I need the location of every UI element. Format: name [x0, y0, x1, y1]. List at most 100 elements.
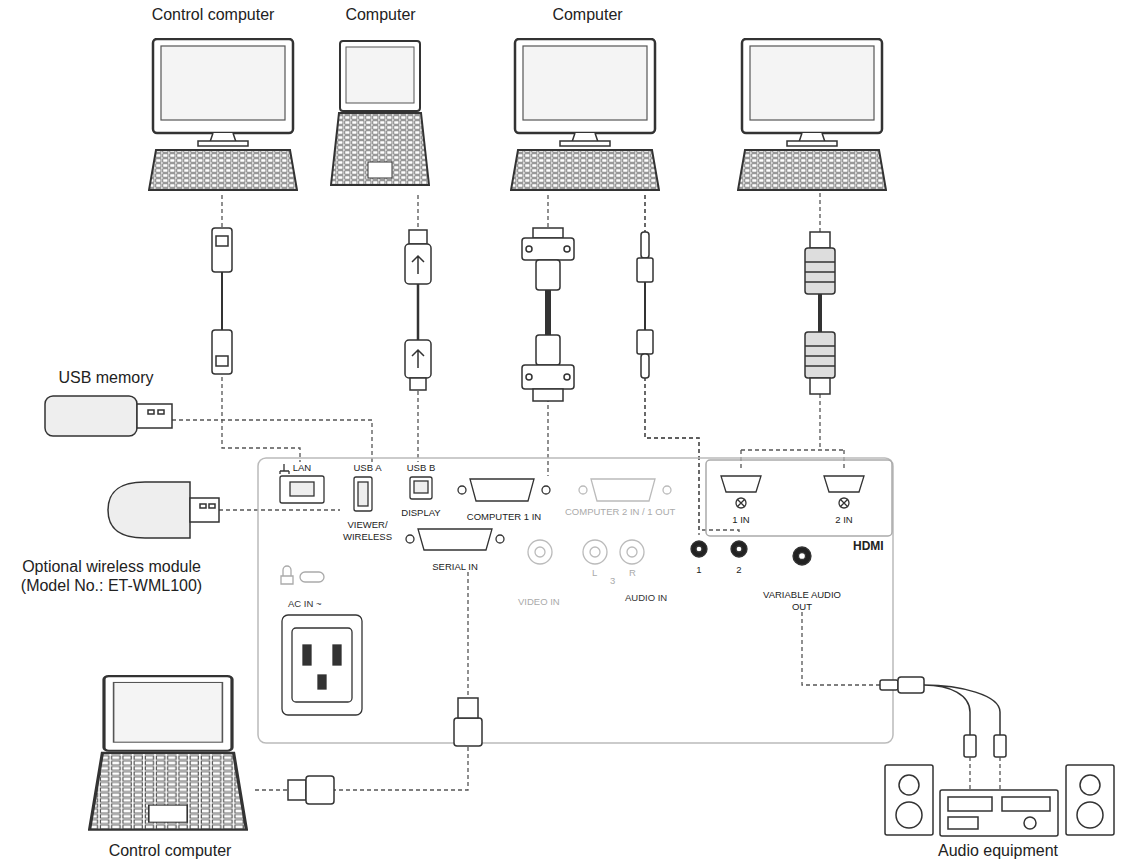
audio-equipment-picture — [1066, 765, 1114, 835]
drawing-part — [620, 540, 644, 564]
audio-cable — [637, 330, 653, 354]
drawing-part — [583, 540, 607, 564]
port-box: USB BDISPLAY — [397, 462, 445, 518]
hdmi-cable — [805, 346, 835, 366]
port-symbols — [736, 546, 742, 552]
audio-equipment-picture — [1080, 775, 1100, 795]
port-box: VARIABLE AUDIO OUT — [762, 540, 842, 612]
port-symbols — [354, 477, 372, 511]
drawing-part — [579, 479, 671, 501]
drawing-part — [528, 540, 552, 564]
port-symbols — [824, 476, 864, 492]
audio-equipment-picture — [948, 817, 978, 829]
computer-picture — [738, 39, 886, 190]
projector-panel — [258, 458, 893, 743]
hdmi-cable — [741, 193, 844, 470]
device-label: Computer — [552, 5, 622, 24]
port-label: LAN — [293, 462, 311, 473]
port-label: 1 — [696, 564, 701, 575]
cable-line — [802, 612, 880, 685]
port-label: VARIABLE AUDIO OUT — [762, 589, 842, 612]
lan-cable — [216, 356, 228, 366]
audio-equipment-picture — [940, 790, 1058, 836]
computer-picture — [90, 676, 247, 830]
vga-cable — [522, 228, 574, 401]
usb-cable — [412, 350, 424, 368]
serial-cable — [306, 776, 334, 804]
vga-cable — [522, 238, 574, 260]
device-box: Computer — [318, 5, 443, 195]
vga-cable — [533, 228, 563, 238]
usb-memory-picture — [158, 410, 164, 414]
port-label: 3 — [610, 575, 615, 586]
usb-cable — [405, 230, 431, 390]
lan-cable — [212, 228, 232, 272]
usb-memory-picture — [137, 404, 172, 428]
vga-cable — [564, 374, 570, 380]
drawing-part — [528, 540, 644, 564]
port-label: VIDEO IN — [518, 596, 560, 607]
hdmi-cable — [805, 332, 835, 378]
projector-panel — [706, 460, 892, 536]
cable-line — [255, 572, 468, 790]
port-symbols — [303, 645, 311, 665]
serial-cable — [458, 698, 478, 718]
port-symbols — [358, 482, 368, 506]
port-label: SERIAL IN — [432, 561, 478, 572]
port-symbols — [496, 535, 504, 543]
audio-out-cable — [970, 757, 1000, 790]
port-label: COMPUTER 1 IN — [467, 511, 541, 522]
port-box: 2 — [724, 535, 754, 575]
audio-equipment-picture — [896, 802, 922, 828]
device-box: Control computer — [85, 670, 255, 860]
port-label: USB A — [354, 462, 382, 473]
drawing-part — [590, 547, 600, 557]
computer-picture — [90, 39, 886, 830]
usb-cable — [412, 256, 424, 274]
audio-cable — [637, 258, 653, 282]
usb-memory-picture — [45, 396, 137, 436]
port-symbols — [414, 481, 428, 493]
usb-memory-picture — [45, 396, 172, 436]
port-symbols — [799, 553, 806, 560]
port-symbols — [280, 464, 289, 474]
hdmi-cable — [741, 193, 844, 470]
port-box: 1 — [684, 535, 714, 575]
port-symbols — [406, 535, 414, 543]
port-label: AUDIO IN — [625, 592, 667, 603]
wireless-module-picture — [108, 482, 190, 538]
audio-equipment-picture — [1024, 817, 1036, 829]
port-symbols — [280, 464, 864, 715]
port-label: COMPUTER 2 IN / 1 OUT — [565, 506, 675, 517]
audio-cable — [641, 354, 649, 378]
audio-equipment-picture — [885, 765, 1114, 836]
port-box: 2 IN — [815, 470, 873, 525]
port-label: 2 IN — [835, 514, 852, 525]
port-symbols — [458, 486, 466, 494]
port-label: 1 IN — [732, 514, 749, 525]
port-box: COMPUTER 1 IN — [452, 476, 556, 522]
device-box: Computer — [505, 5, 670, 195]
hdmi-cable — [810, 232, 830, 248]
audio-out-cable — [924, 685, 1000, 735]
vga-cable — [526, 246, 532, 252]
port-symbols — [696, 546, 702, 552]
port-symbols — [840, 499, 848, 507]
lan-cable — [216, 236, 228, 246]
device-box: Audio equipment — [880, 670, 1116, 860]
serial-cable — [454, 718, 482, 746]
wireless-module-picture — [200, 504, 206, 508]
drawing-part — [535, 547, 545, 557]
device-label: Computer — [345, 5, 415, 24]
usb-cable — [405, 340, 431, 378]
audio-cable — [637, 232, 653, 378]
port-symbols — [290, 482, 314, 496]
wireless-module-picture — [190, 498, 219, 522]
vga-cable — [533, 389, 563, 401]
drawing-part — [663, 486, 671, 494]
lan-cable — [221, 272, 223, 330]
device-box: USB memory — [40, 368, 172, 440]
port-symbols — [282, 615, 362, 715]
usb-cable — [410, 378, 426, 390]
audio-out-cable — [880, 680, 898, 690]
